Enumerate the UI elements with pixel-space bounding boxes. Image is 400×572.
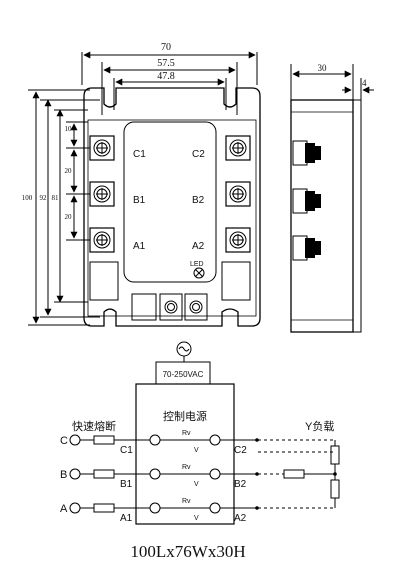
term-c2: C2 — [234, 445, 247, 456]
row-a: A A1 Rv V A2 — [60, 479, 340, 524]
terminal-c2 — [225, 135, 251, 161]
load-2 — [283, 469, 305, 479]
dimension-height-label: 100 — [22, 194, 33, 202]
schematic: 70-250VAC 控制电源 快速熔断 Y负载 C C1 Rv V C2 — [60, 341, 340, 525]
pad-left — [89, 261, 119, 301]
control-terminal-2 — [184, 293, 208, 321]
side-terminal-1 — [292, 140, 321, 166]
housing-inner-frame — [87, 119, 257, 317]
fuse-a — [93, 503, 115, 513]
dimension-width-label: 70 — [161, 42, 171, 53]
fuse-label: 快速熔断 — [72, 419, 116, 433]
input-c: C — [60, 435, 68, 447]
top-view: 70 57.5 47.8 — [22, 42, 261, 327]
v-c: V — [194, 447, 199, 454]
dimension-width — [81, 51, 258, 85]
fuse-b — [93, 469, 115, 479]
input-a: A — [60, 503, 68, 515]
term-b2: B2 — [234, 479, 247, 490]
caption: 100Lx76Wx30H — [130, 542, 245, 561]
dimension-outer-pitch-label: 57.5 — [157, 58, 175, 69]
rv-a: Rv — [182, 498, 191, 505]
terminal-c1 — [89, 135, 115, 161]
label-a2: A2 — [192, 241, 205, 252]
dimension-pitch-ba-label: 20 — [65, 213, 73, 221]
side-terminal-3 — [292, 235, 321, 261]
row-b: B B1 Rv V B2 — [60, 464, 337, 490]
terminal-a2 — [225, 227, 251, 253]
dimension-side — [290, 64, 374, 100]
term-a1: A1 — [120, 513, 133, 524]
v-b: V — [194, 481, 199, 488]
terminal-a1 — [89, 227, 115, 253]
label-c1: C1 — [133, 149, 146, 160]
row-c: C C1 Rv V C2 — [60, 430, 340, 465]
label-b2: B2 — [192, 195, 205, 206]
side-housing — [290, 99, 354, 333]
terminal-b2 — [225, 181, 251, 207]
rv-c: Rv — [182, 430, 191, 437]
dimension-verticals — [28, 89, 100, 326]
dimension-side-depth-label: 30 — [318, 63, 328, 73]
load-1 — [330, 445, 340, 465]
control-terminal-1 — [159, 293, 183, 321]
pad-right — [221, 261, 251, 301]
label-led: LED — [190, 261, 204, 268]
side-baseplate — [352, 99, 362, 333]
load-3 — [330, 479, 340, 499]
supply-label: 70-250VAC — [163, 370, 204, 379]
ac-wave-icon — [178, 346, 190, 352]
term-a2: A2 — [234, 513, 247, 524]
term-c1: C1 — [120, 445, 133, 456]
control-label: 控制电源 — [163, 409, 207, 423]
control-pad-blank — [131, 293, 157, 321]
dimension-inner-pitch-label: 47.8 — [157, 71, 175, 82]
dimension-hole-span-label: 92 — [40, 194, 48, 202]
housing-outline — [83, 87, 261, 327]
terminal-b1 — [89, 181, 115, 207]
input-b: B — [60, 469, 67, 481]
label-b1: B1 — [133, 195, 146, 206]
dimension-pitch-top-label: 10 — [65, 125, 73, 133]
dimension-side-flange-label: 4 — [362, 78, 367, 88]
label-a1: A1 — [133, 241, 146, 252]
label-c2: C2 — [192, 149, 205, 160]
dimension-inner-pitch — [113, 78, 227, 110]
term-b1: B1 — [120, 479, 133, 490]
led-icon — [193, 267, 205, 279]
v-a: V — [194, 515, 199, 522]
load-label: Y负载 — [305, 419, 334, 433]
side-view: 30 4 — [290, 63, 374, 333]
dimension-pitch-cb-label: 20 — [65, 167, 73, 175]
dimension-body-label: 81 — [52, 194, 60, 202]
side-terminal-2 — [292, 188, 321, 214]
fuse-c — [93, 435, 115, 445]
center-window — [123, 121, 217, 283]
control-box — [135, 383, 235, 525]
rv-b: Rv — [182, 464, 191, 471]
